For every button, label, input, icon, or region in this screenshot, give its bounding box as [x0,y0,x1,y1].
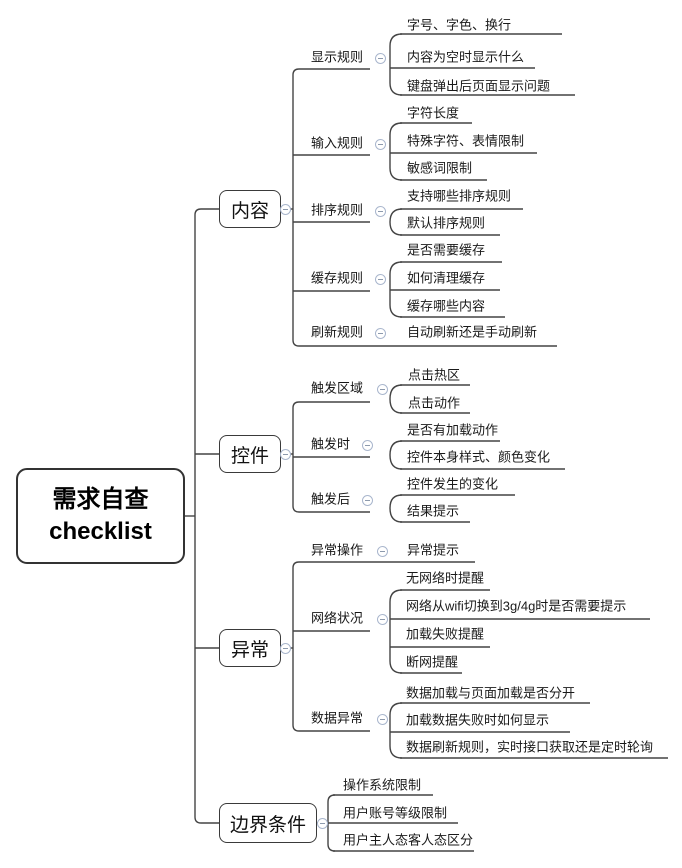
group-label-refresh-rules[interactable]: 刷新规则 [311,324,364,340]
leaf-node[interactable]: 内容为空时显示什么 [407,49,525,65]
leaf-node[interactable]: 点击热区 [408,367,461,383]
leaf-node[interactable]: 用户主人态客人态区分 [343,832,474,848]
group-label-network-status[interactable]: 网络状况 [311,610,364,626]
leaf-node[interactable]: 缓存哪些内容 [407,298,486,314]
group-label-after-trigger[interactable]: 触发后 [311,491,351,507]
branch-node-content[interactable]: 内容 [219,190,281,228]
collapse-icon[interactable] [374,52,386,64]
group-label-abnormal-operation[interactable]: 异常操作 [311,542,364,558]
collapse-icon[interactable] [374,327,386,339]
collapse-icon[interactable] [374,273,386,285]
leaf-node[interactable]: 无网络时提醒 [406,570,485,586]
collapse-icon[interactable] [279,642,291,654]
leaf-node[interactable]: 是否需要缓存 [407,242,486,258]
leaf-node[interactable]: 字号、字色、换行 [407,17,512,33]
leaf-node[interactable]: 异常提示 [407,542,460,558]
root-node[interactable]: 需求自查 checklist [16,468,185,564]
collapse-icon[interactable] [279,448,291,460]
collapse-icon[interactable] [361,439,373,451]
leaf-node[interactable]: 操作系统限制 [343,777,422,793]
group-label-on-trigger[interactable]: 触发时 [311,436,351,452]
group-label-sort-rules[interactable]: 排序规则 [311,202,364,218]
collapse-icon[interactable] [376,383,388,395]
leaf-node[interactable]: 加载失败提醒 [406,626,485,642]
leaf-node[interactable]: 控件发生的变化 [407,476,499,492]
leaf-node[interactable]: 结果提示 [407,503,460,519]
leaf-node[interactable]: 点击动作 [408,395,461,411]
leaf-node[interactable]: 数据加载与页面加载是否分开 [406,685,576,701]
collapse-icon[interactable] [361,494,373,506]
leaf-node[interactable]: 键盘弹出后页面显示问题 [407,78,551,94]
group-label-display-rules[interactable]: 显示规则 [311,49,364,65]
leaf-node[interactable]: 用户账号等级限制 [343,805,448,821]
leaf-node[interactable]: 如何清理缓存 [407,270,486,286]
branch-node-boundary[interactable]: 边界条件 [219,803,317,843]
leaf-node[interactable]: 默认排序规则 [407,215,486,231]
root-title-line2: checklist [49,518,152,545]
branch-node-exceptions[interactable]: 异常 [219,629,281,667]
collapse-icon[interactable] [376,545,388,557]
collapse-icon[interactable] [279,203,291,215]
collapse-icon[interactable] [316,817,328,829]
leaf-node[interactable]: 控件本身样式、颜色变化 [407,449,551,465]
leaf-node[interactable]: 网络从wifi切换到3g/4g时是否需要提示 [406,598,627,614]
collapse-icon[interactable] [374,205,386,217]
leaf-node[interactable]: 字符长度 [407,105,460,121]
group-label-input-rules[interactable]: 输入规则 [311,135,364,151]
leaf-node[interactable]: 敏感词限制 [407,160,473,176]
collapse-icon[interactable] [376,713,388,725]
leaf-node[interactable]: 断网提醒 [406,654,459,670]
collapse-icon[interactable] [374,138,386,150]
group-label-trigger-area[interactable]: 触发区域 [311,380,364,396]
leaf-node[interactable]: 特殊字符、表情限制 [407,133,525,149]
group-label-data-exception[interactable]: 数据异常 [311,710,364,726]
root-title-line1: 需求自查 [52,486,149,513]
group-label-cache-rules[interactable]: 缓存规则 [311,270,364,286]
leaf-node[interactable]: 自动刷新还是手动刷新 [407,324,538,340]
leaf-node[interactable]: 加载数据失败时如何显示 [406,712,550,728]
leaf-node[interactable]: 是否有加载动作 [407,422,499,438]
collapse-icon[interactable] [376,613,388,625]
leaf-node[interactable]: 数据刷新规则，实时接口获取还是定时轮询 [406,739,654,755]
branch-node-controls[interactable]: 控件 [219,435,281,473]
leaf-node[interactable]: 支持哪些排序规则 [407,188,512,204]
